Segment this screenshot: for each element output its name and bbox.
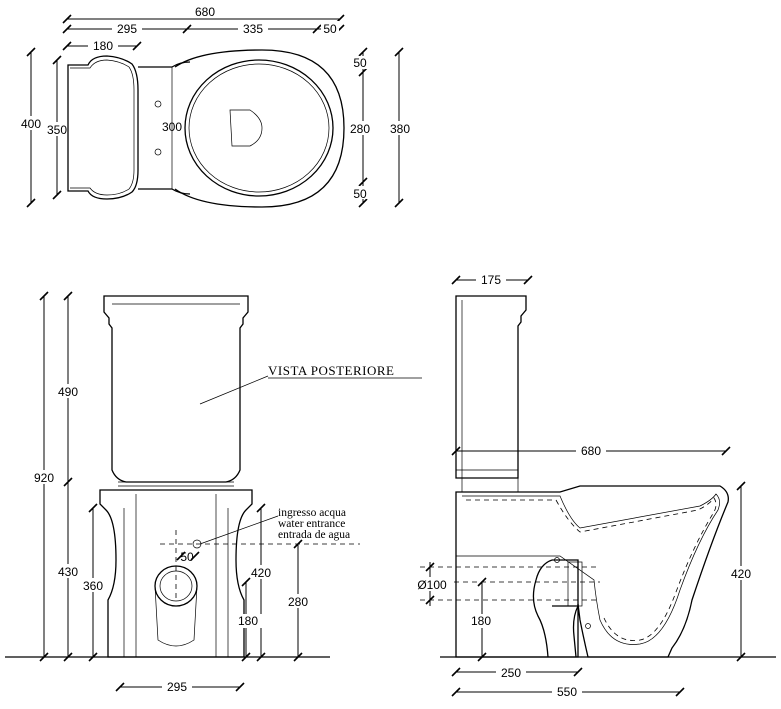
dim-side-tank-depth: 175: [481, 273, 501, 287]
dim-rear-inlet-height: 280: [288, 595, 308, 609]
dim-top-bowl-part: 335: [243, 22, 263, 36]
dim-top-rim-offset: 50: [323, 22, 337, 36]
dim-rear-tank-height: 490: [58, 385, 78, 399]
dim-side-outlet-diameter: Ø100: [417, 578, 447, 592]
dim-top-tank-width: 350: [47, 123, 67, 137]
dim-side-outlet-distance: 250: [501, 666, 521, 680]
water-note-es: entrada de agua: [278, 529, 350, 541]
dim-top-rim-bottom: 50: [353, 187, 367, 201]
dim-top-rim-top: 50: [353, 56, 367, 70]
dim-side-outlet-height: 180: [471, 614, 491, 628]
dim-top-bowl-width: 380: [390, 122, 410, 136]
dim-rear-seat-height: 420: [251, 566, 271, 580]
dim-side-overall-length: 680: [581, 444, 601, 458]
dim-rear-base-width: 295: [167, 680, 187, 694]
dim-top-pedestal-width: 300: [162, 120, 182, 134]
dim-side-seat-height: 420: [731, 567, 751, 581]
dim-rear-bowl-height: 430: [58, 565, 78, 579]
dim-rear-inlet-offset: 50: [180, 550, 194, 564]
top-view: 680 295 335 50 180 400 350: [18, 5, 413, 208]
dim-rear-total-height: 920: [34, 471, 54, 485]
dim-rear-low-height: 180: [238, 614, 258, 628]
dim-top-seat-width: 280: [350, 122, 370, 136]
dim-rear-outlet-height: 360: [83, 579, 103, 593]
side-view: 175 680 Ø100: [417, 272, 776, 699]
dim-top-overall-width: 400: [21, 117, 41, 131]
rear-view: 920 490 430 360 50: [5, 291, 422, 694]
dim-top-overall-length: 680: [195, 5, 215, 19]
rear-view-title: VISTA POSTERIORE: [268, 363, 395, 378]
dim-top-tank-depth: 180: [93, 39, 113, 53]
dim-top-tank-part: 295: [117, 22, 137, 36]
dim-side-base-length: 550: [557, 685, 577, 699]
water-note-it: ingresso acqua: [278, 507, 346, 519]
water-note-en: water entrance: [278, 518, 345, 530]
